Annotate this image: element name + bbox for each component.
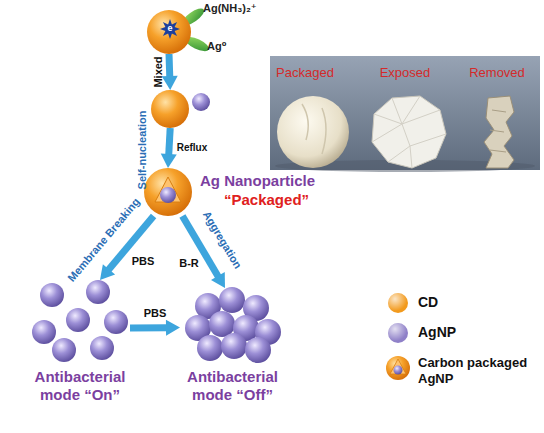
dispersed-stage: Antibacterial mode “On” [30, 280, 130, 360]
agnp-sphere [192, 93, 210, 111]
removed-sample [484, 96, 514, 168]
sample-texture [302, 104, 326, 154]
mixed-stage [151, 90, 211, 128]
agnp-sphere [245, 337, 271, 363]
stage-title: Ag Nanoparticle [200, 172, 315, 190]
legend-packaged-cut [390, 359, 406, 374]
node-illustration [180, 288, 280, 360]
mode-label: Antibacterial mode “On” [20, 368, 140, 404]
agnp-sphere [104, 310, 128, 334]
cd-sphere [147, 10, 191, 54]
node-illustration [30, 280, 130, 360]
electron-burst [160, 19, 180, 39]
carbon-shell [144, 168, 192, 216]
aggregated-stage: Antibacterial mode “Off” [180, 288, 280, 360]
reagent-label: Ag⁰ [207, 40, 226, 53]
agnp-sphere [40, 283, 64, 307]
legend-swatch [388, 293, 408, 313]
agnp-sphere [66, 308, 90, 332]
swatch-highlight [388, 293, 408, 313]
arrow-shaft [166, 54, 174, 78]
reagent-stage: Ag(NH₃)₂⁺eAg⁰ [147, 10, 191, 54]
flow-arrow [130, 320, 180, 336]
mode-label: Antibacterial mode “Off” [170, 368, 295, 404]
legend-text: CD [418, 294, 438, 311]
exposed-sample [372, 96, 446, 168]
swatch-highlight [388, 323, 408, 343]
agnp-sphere [197, 335, 223, 361]
edge-label: B-R [179, 257, 199, 270]
packaged-sample [277, 96, 349, 168]
packaged-stage: Ag Nanoparticle“Packaged” [144, 168, 192, 216]
cd-sphere [151, 90, 189, 128]
stage-subtitle: “Packaged” [224, 191, 309, 209]
legend-packaged-core [394, 366, 403, 375]
legend-text: AgNP [418, 324, 456, 341]
agnp-sphere [86, 280, 110, 304]
agnp-sphere [52, 338, 76, 362]
legend-swatch [388, 323, 408, 343]
photo-background [270, 56, 540, 170]
edge-label: Mixed [152, 56, 165, 87]
process-label: Self-nucleation [136, 111, 149, 190]
arrow-head [161, 154, 177, 168]
edge-label: PBS [132, 255, 155, 268]
reagent-label: Ag(NH₃)₂⁺ [203, 2, 257, 15]
photo-label: Exposed [380, 65, 431, 81]
agnp-sphere [32, 320, 56, 344]
agnp-sphere [209, 311, 235, 337]
photo-label: Removed [469, 65, 525, 81]
edge-label: PBS [144, 307, 167, 320]
arrow-head [166, 320, 180, 336]
agnp-sphere [90, 336, 114, 360]
agnp-sphere [219, 287, 245, 313]
sample-texture [490, 110, 506, 152]
node-illustration [144, 168, 192, 216]
electron-label: e [165, 23, 175, 34]
flow-arrow [161, 128, 177, 168]
shell-cutaway [155, 177, 181, 202]
arrow-head [211, 272, 225, 288]
legend-packaged-symbol [386, 356, 410, 380]
agnp-core [160, 187, 176, 203]
photo-label: Packaged [276, 65, 334, 81]
node-illustration [151, 90, 211, 128]
edge-label: Reflux [177, 142, 208, 154]
arrow-shaft [130, 324, 168, 331]
sample-facets [372, 96, 446, 168]
arrow-shaft [169, 128, 171, 156]
legend-text: Carbon packaged AgNP [418, 355, 530, 386]
agnp-sphere [221, 333, 247, 359]
arrow-head [100, 264, 115, 280]
